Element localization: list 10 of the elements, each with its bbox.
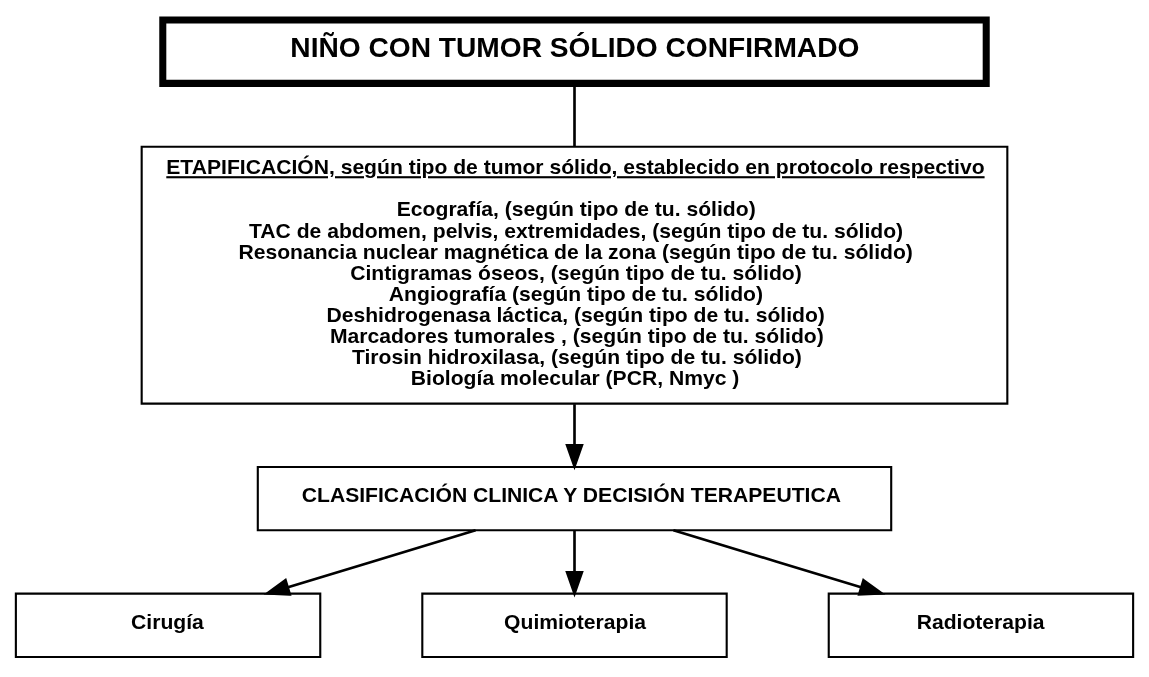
node-box: Cirugía — [14, 592, 322, 658]
node-box: CLASIFICACIÓN CLINICA Y DECISIÓN TERAPEUTICA — [256, 465, 893, 532]
arrow — [565, 404, 584, 471]
arrow — [263, 529, 476, 596]
node-box: ETAPIFICACIÓN, según tipo de tumor sólido, establecido en protocolo respectivo Ecografía, (según tipo de tu. sólido) TAC de abdomen, pelvis, extremidades, (según tipo de tu. sólido) Resonancia nuclear magnética de la zona (según tipo de tu. sólido) Cintigramas óseos, (según tipo de tu. sólido) Angiografía (según tipo de tu. sólido) Deshidrogenasa láctica, (según tipo de tu. sólido) Marcadores tumorales , (según tipo de tu. sólido) Tirosin hidroxilasa, (según tipo de tu. sólido) Biología molecular (PCR, Nmyc ) — [140, 145, 1009, 405]
arrow — [673, 529, 886, 596]
node-box: Quimioterapia — [421, 592, 728, 658]
node-box: NIÑO CON TUMOR SÓLIDO CONFIRMADO — [159, 16, 990, 87]
node-box: Radioterapia — [827, 592, 1135, 658]
arrow — [565, 530, 584, 598]
